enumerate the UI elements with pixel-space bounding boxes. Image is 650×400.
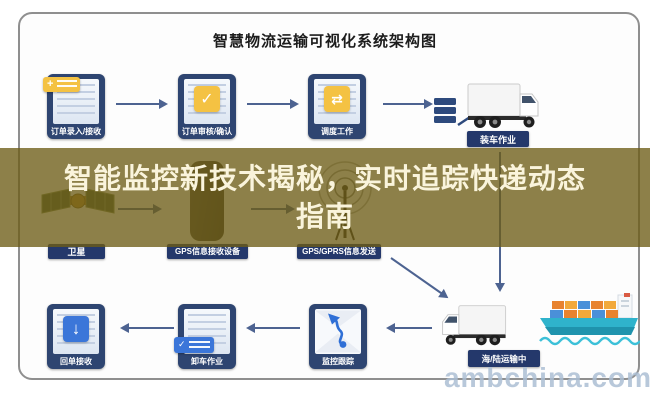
document-checklist-icon: ✓ — [174, 337, 214, 353]
arrow-left-icon — [386, 323, 432, 333]
step-card-dispatch: ⇄ 调度工作 — [308, 74, 366, 139]
step-card-unload: ✓ 卸车作业 — [174, 304, 236, 369]
document-swap-icon: ⇄ — [324, 86, 350, 112]
page-title: 智慧物流运输可视化系统架构图 — [212, 33, 437, 50]
map-icon — [315, 309, 361, 354]
step-badge: 卫星 — [48, 244, 105, 259]
step-badge: 海/陆运输中 — [468, 350, 540, 367]
headline-line2: 指南 — [295, 200, 354, 232]
watermark: ambchina.com — [443, 362, 650, 393]
document-download-icon: ↓ — [63, 316, 89, 342]
document-plus-icon: + — [43, 77, 80, 92]
arrow-left-icon — [246, 323, 300, 333]
arrow-right-icon — [116, 99, 168, 109]
headline-line1: 智能监控新技术揭秘，实时追踪快递动态 — [63, 162, 586, 194]
transport-truck-icon — [442, 305, 507, 346]
step-card-receipt: ↓ 回单接收 — [47, 304, 105, 369]
loading-truck-icon — [434, 83, 539, 128]
step-label: 监控跟踪 — [322, 357, 354, 366]
document-check-icon: ✓ — [194, 86, 220, 112]
step-badge: GPS信息接收设备 — [167, 244, 248, 259]
arrow-left-icon — [120, 323, 174, 333]
step-badge: 装车作业 — [467, 131, 529, 147]
step-card-order-entry: + 订单录入/接收 — [43, 74, 105, 139]
arrow-right-icon — [383, 99, 433, 109]
step-label: 调度工作 — [321, 127, 353, 136]
step-label: 回单接收 — [60, 357, 92, 366]
step-label: 卸车作业 — [191, 357, 223, 366]
step-label: 订单录入/接收 — [50, 127, 102, 136]
arrow-right-icon — [247, 99, 299, 109]
headline-banner: 智能监控新技术揭秘，实时追踪快递动态 指南 — [0, 148, 650, 247]
step-badge: GPS/GPRS信息发送 — [297, 244, 381, 259]
step-card-order-review: ✓ 订单审核/确认 — [178, 74, 236, 139]
map-route-icon — [315, 310, 361, 353]
container-ship-icon — [539, 293, 640, 346]
step-card-monitor: 监控跟踪 — [309, 304, 367, 369]
step-label: 订单审核/确认 — [181, 127, 233, 136]
